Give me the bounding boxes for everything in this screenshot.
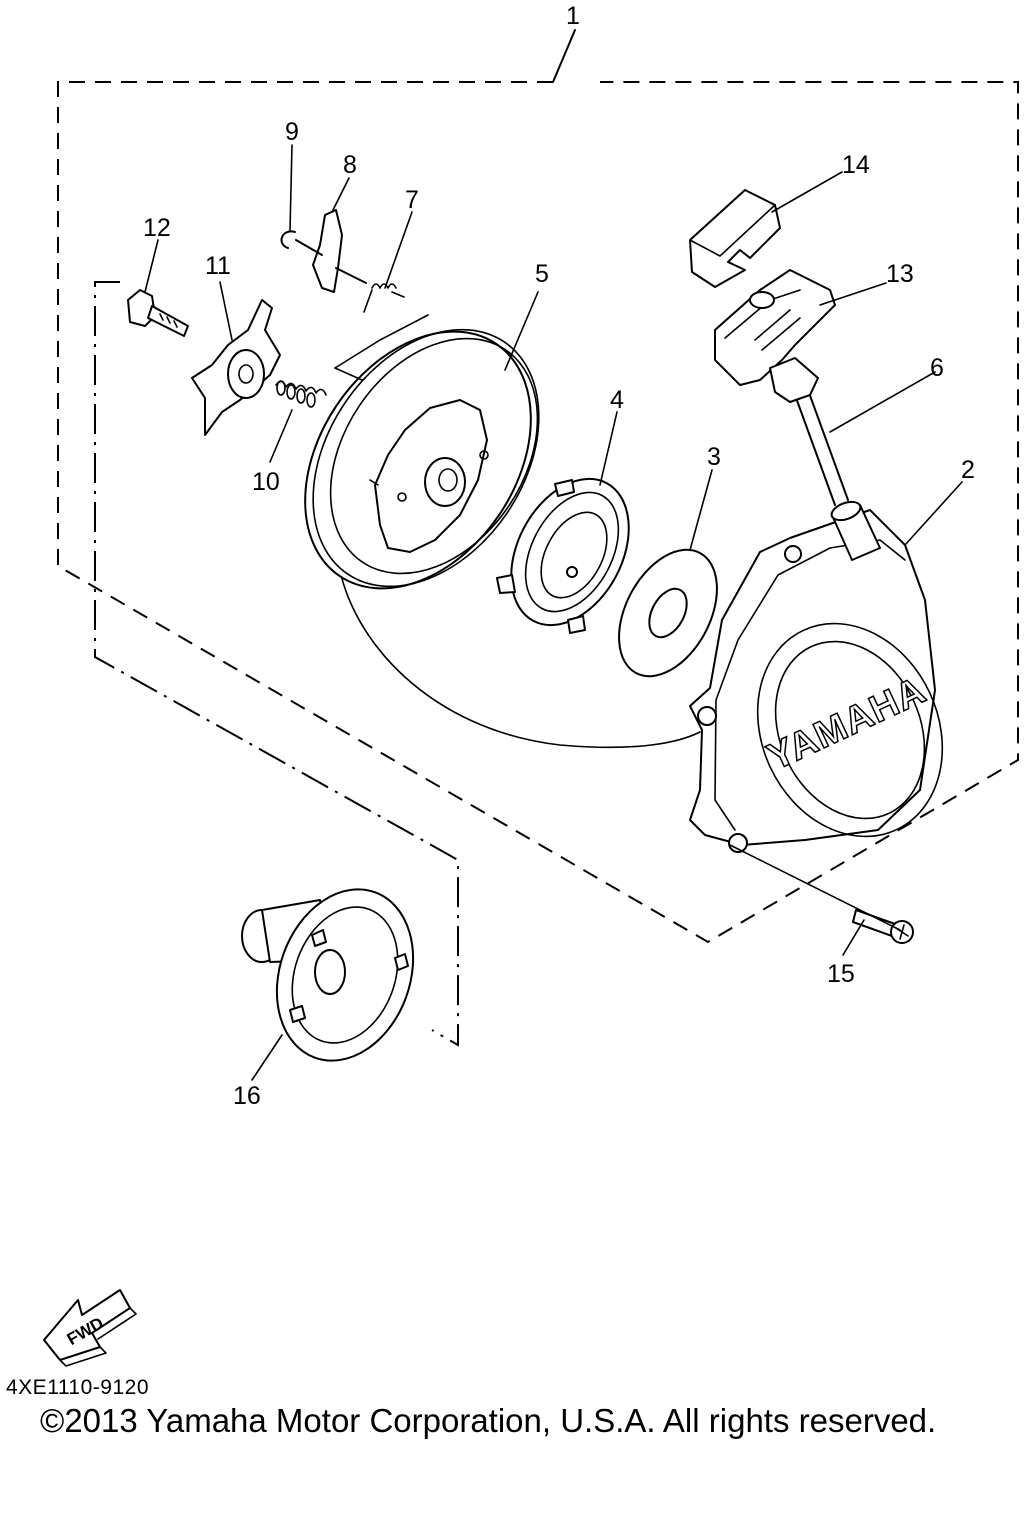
copyright-notice: ©2013 Yamaha Motor Corporation, U.S.A. A… bbox=[40, 1402, 937, 1439]
callout-6: 6 bbox=[930, 354, 944, 382]
callout-14: 14 bbox=[842, 151, 870, 179]
spiral-spring bbox=[496, 477, 630, 634]
callout-8: 8 bbox=[343, 151, 357, 179]
callout-10: 10 bbox=[252, 468, 280, 496]
callout-15: 15 bbox=[827, 960, 855, 988]
handle-grip bbox=[689, 189, 781, 288]
callout-5: 5 bbox=[535, 260, 549, 288]
callout-11: 11 bbox=[205, 252, 231, 280]
callout-16: 16 bbox=[233, 1082, 261, 1110]
screw-15 bbox=[852, 909, 914, 944]
drive-pulley bbox=[241, 888, 415, 1062]
callout-1: 1 bbox=[566, 2, 580, 30]
drive-plate bbox=[191, 299, 281, 436]
callout-2: 2 bbox=[961, 456, 975, 484]
starter-rope bbox=[337, 389, 849, 749]
assembly-boundary-dashed bbox=[57, 81, 1019, 944]
callout-labels: 1 2 3 4 5 6 7 8 9 10 11 12 13 14 15 16 bbox=[143, 2, 975, 1110]
pawl-spring bbox=[363, 283, 405, 313]
callout-12: 12 bbox=[143, 214, 171, 242]
callout-9: 9 bbox=[285, 118, 299, 146]
diagram-code: 4XE1110-9120 bbox=[6, 1376, 150, 1399]
bolt-12 bbox=[127, 289, 189, 337]
pawl bbox=[295, 209, 367, 293]
washer bbox=[618, 548, 718, 678]
fwd-arrow-icon: FWD bbox=[43, 1289, 137, 1367]
callout-13: 13 bbox=[886, 260, 914, 288]
spring-10 bbox=[275, 380, 327, 408]
circlip bbox=[280, 230, 296, 249]
starter-handle bbox=[714, 269, 836, 403]
callout-7: 7 bbox=[405, 186, 419, 214]
starter-cover: YAMAHA bbox=[689, 500, 944, 853]
callout-3: 3 bbox=[707, 443, 721, 471]
sheave-drum bbox=[304, 328, 540, 590]
reference-line-dashdot bbox=[94, 281, 459, 1047]
callout-4: 4 bbox=[610, 386, 624, 414]
leader-lines bbox=[144, 144, 963, 1081]
